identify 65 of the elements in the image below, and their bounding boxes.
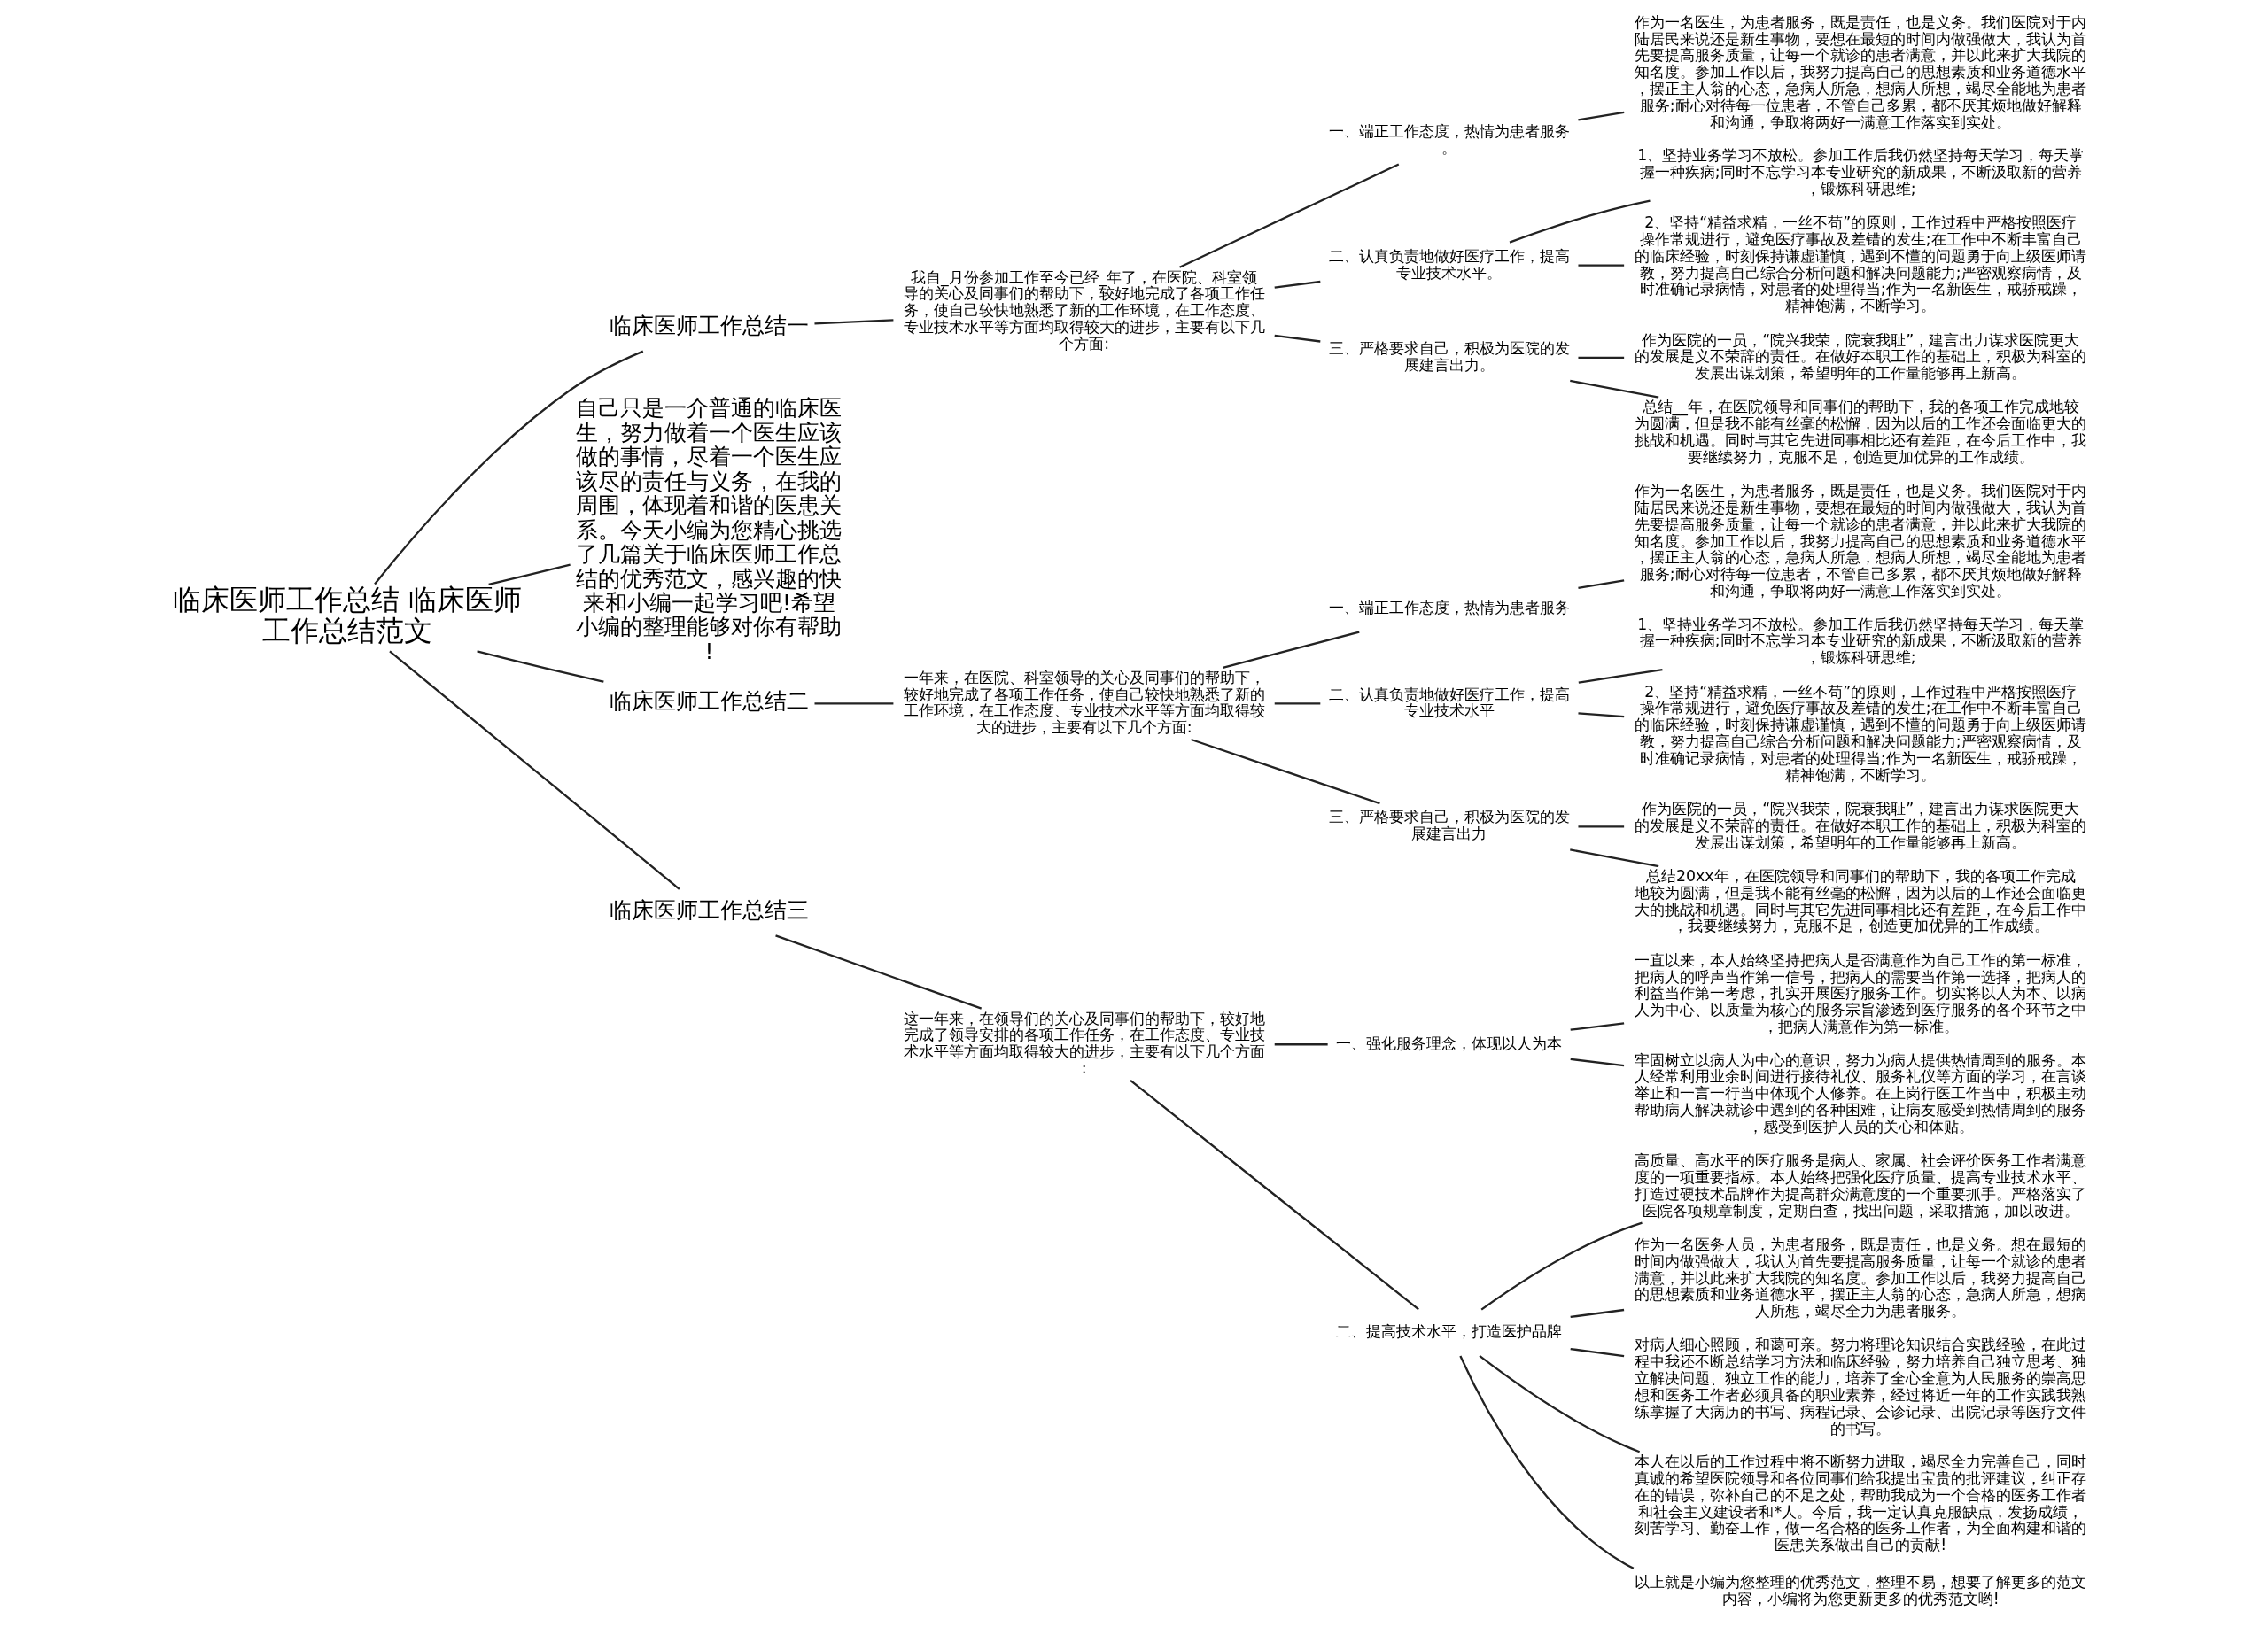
node-text: 这一年来，在领导们的关心及同事们的帮助下，较好地完成了领导安排的各项工作任务，在工作态度、专业技术水平等方面均取得较大的进步，主要有以下几个方面: bbox=[903, 1009, 1265, 1077]
connector bbox=[1570, 379, 1659, 399]
node-text: 临床医师工作总结二 bbox=[609, 688, 809, 715]
node-text: 作为一名医生，为患者服务，既是责任，也是义务。我们医院对于内陆居民来说还是新生事物，要想在最短的时间内做强做大，我认为首先要提高服务质量，让每一个就诊的患者满意，并以此来扩大我院的知名度。参加工作以后，我努力提高自己的思想素质和业务道德水平，摆正主人翁的心态，急病人所急，想病人所想，竭尽全能地为患者服务;耐心对待每一位患者，不管自己多累，都不厌其烦地做好解释和沟通，争取将两好一满意工作落实到实处。 bbox=[1635, 12, 2087, 131]
node-text: 临床医师工作总结 临床医师工作总结范文 bbox=[173, 583, 523, 647]
node-text: 一直以来，本人始终坚持把病人是否满意作为自己工作的第一标准，把病人的呼声当作第一信号，把病人的需要当作第一选择，把病人的利益当作第一考虑，扎实开展医疗服务工作。切实将以人为本、以病人为中心、以质量为核心的服务宗旨渗透到医疗服务的各个环节之中，把病人满意作为第一标准。 bbox=[1635, 950, 2087, 1035]
node-text: 总结20xx年，在医院领导和同事们的帮助下，我的各项工作完成地较为圆满，但是我不能有丝毫的松懈，因为以后的工作还会面临更大的挑战和机遇。同时与其它先进同事相比还有差距，在今后工作中，我要继续努力，克服不足，创造更加优异的工作成绩。 bbox=[1635, 866, 2087, 935]
node-text: 一年来，在医院、科室领导的关心及同事们的帮助下，较好地完成了各项工作任务，使自己较快地熟悉了新的工作环境，在工作态度、专业技术水平等方面均取得较大的进步，主要有以下几个方面: bbox=[903, 668, 1265, 737]
node-text: 一、强化服务理念，体现以人为本 bbox=[1336, 1034, 1563, 1052]
node-text: 二、认真负责地做好医疗工作，提高专业技术水平。 bbox=[1328, 246, 1570, 282]
node-text: 本人在以后的工作过程中将不断努力进取，竭尽全力完善自己，同时真诚的希望医院领导和各位同事们给我提出宝贵的批评建议，纠正存在的错误，弥补自己的不足之处，帮助我成为一个合格的医务工作者和社会主义建设者和*人。今后，我一定认真克服缺点，发扬成绩，刻苦学习、勤奋工作，做一名合格的医务工作者，为全面构建和谐的医患关系做出自己的贡献! bbox=[1635, 1453, 2087, 1554]
node-text: 作为一名医生，为患者服务，既是责任，也是义务。我们医院对于内陆居民来说还是新生事物，要想在最短的时间内做强做大，我认为首先要提高服务质量，让每一个就诊的患者满意，并以此来扩大我院的知名度。参加工作以后，我努力提高自己的思想素质和业务道德水平，摆正主人翁的心态，急病人所急，想病人所想，竭尽全能地为患者服务;耐心对待每一位患者，不管自己多累，都不厌其烦地做好解释和沟通，争取将两好一满意工作落实到实处。 bbox=[1635, 482, 2087, 600]
connector bbox=[1509, 199, 1651, 244]
node-text: 三、严格要求自己，积极为医院的发展建言出力。 bbox=[1328, 338, 1570, 374]
connector bbox=[1570, 848, 1659, 868]
connector bbox=[374, 350, 644, 585]
node-text: 对病人细心照顾，和蔼可亲。努力将理论知识结合实践经验，在此过程中我还不断总结学习方法和临床经验，努力培养自己独立思考、独立解决问题、独立工作的能力，培养了全心全意为人民服务的崇高思想和医务工作者必须具备的职业素养，经过将近一年的工作实践我熟练掌握了大病历的书写、病程记录、会诊记录、出院记录等医疗文件的书写。 bbox=[1635, 1336, 2087, 1437]
node-text: 一、端正工作态度，热情为患者服务。 bbox=[1328, 122, 1570, 158]
connector bbox=[1191, 738, 1380, 805]
node-text: 1、坚持业务学习不放松。参加工作后我仍然坚持每天学习，每天掌握一种疾病;同时不忘学习本专业研究的新成果，不断汲取新的营养，锻炼科研思维; bbox=[1637, 146, 2085, 198]
connector bbox=[1274, 702, 1321, 705]
connector bbox=[488, 563, 571, 585]
connector bbox=[1570, 1308, 1625, 1319]
connector bbox=[1274, 1043, 1328, 1046]
connector bbox=[1479, 1355, 1641, 1453]
connector bbox=[1480, 1221, 1643, 1311]
connector bbox=[1570, 1347, 1625, 1358]
connector bbox=[477, 650, 604, 683]
node-text: 作为一名医务人员，为患者服务，既是责任，也是义务。想在最短的时间内做强做大，我认为首先要提高服务质量，让每一个就诊的患者满意，并以此来扩大我院的知名度。参加工作以后，我努力提高自己的思想素质和业务道德水平，摆正主人翁的心态，急病人所急，想病人所想，竭尽全力为患者服务。 bbox=[1635, 1235, 2087, 1321]
connector bbox=[1578, 712, 1625, 718]
connector bbox=[1570, 1058, 1625, 1067]
connector bbox=[1459, 1355, 1635, 1569]
node-text: 自己只是一介普通的临床医生，努力做着一个医生应该做的事情，尽着一个医生应该尽的责任与义务，在我的周围，体现着和谐的医患关系。今天小编为您精心挑选了几篇关于临床医师工作总结的优秀范文，感兴趣的快来和小编一起学习吧!希望小编的整理能够对你有帮助! bbox=[576, 395, 843, 664]
node-text: 牢固树立以病人为中心的意识，努力为病人提供热情周到的服务。本人经常利用业余时间进行接待礼仪、服务礼仪等方面的学习，在言谈举止和一言一行当中体现个人修养。在上岗行医工作当中，积极主动帮助病人解决就诊中遇到的各种困难，让病友感受到热情周到的服务，感受到医护人员的关心和体贴。 bbox=[1635, 1050, 2087, 1135]
connector bbox=[389, 650, 680, 890]
connector bbox=[1223, 631, 1360, 669]
node-text: 总结__年，在医院领导和同事们的帮助下，我的各项工作完成地较为圆满，但是我不能有丝毫的松懈，因为以后的工作还会面临更大的挑战和机遇。同时与其它先进同事相比还有差距，在今后工作中，我要继续努力，克服不足，创造更加优异的工作成绩。 bbox=[1635, 398, 2087, 466]
node-text: 作为医院的一员，“院兴我荣，院衰我耻”，建言出力谋求医院更大的发展是义不荣辞的责任。在做好本职工作的基础上，积极为科室的发展出谋划策，希望明年的工作量能够再上新高。 bbox=[1635, 800, 2087, 851]
connector bbox=[1179, 163, 1400, 268]
connector bbox=[1578, 825, 1625, 828]
node-text: 2、坚持“精益求精，一丝不苟”的原则，工作过程中严格按照医疗操作常规进行，避免医疗事故及差错的发生;在工作中不断丰富自己的临床经验，时刻保持谦虚谨慎，遇到不懂的问题勇于向上级医师请教，努力提高自己综合分析问题和解决问题能力;严密观察病情，及时准确记录病情，对患者的处理得当;作为一名新医生，戒骄戒躁，精神饱满，不断学习。 bbox=[1635, 213, 2087, 315]
connector bbox=[1578, 669, 1663, 684]
node-text: 一、端正工作态度，热情为患者服务 bbox=[1328, 598, 1570, 616]
node-text: 二、提高技术水平，打造医护品牌 bbox=[1336, 1322, 1563, 1341]
node-text: 1、坚持业务学习不放松。参加工作后我仍然坚持每天学习，每天掌握一种疾病;同时不忘学习本专业研究的新成果，不断汲取新的营养，锻炼科研思维; bbox=[1637, 615, 2085, 667]
connector bbox=[1274, 334, 1321, 343]
connector bbox=[814, 702, 894, 705]
connector bbox=[1274, 280, 1321, 289]
connector bbox=[1570, 1022, 1625, 1031]
node-text: 高质量、高水平的医疗服务是病人、家属、社会评价医务工作者满意度的一项重要指标。本人始终把强化医疗质量、提高专业技术水平、打造过硬技术品牌作为提高群众满意度的一个重要抓手。严格落实了医院各项规章制度，定期自查，找出问题，采取措施，加以改进。 bbox=[1635, 1151, 2087, 1220]
node-text: 2、坚持“精益求精，一丝不苟”的原则，工作过程中严格按照医疗操作常规进行，避免医疗事故及差错的发生;在工作中不断丰富自己的临床经验，时刻保持谦虚谨慎，遇到不懂的问题勇于向上级医师请教，努力提高自己综合分析问题和解决问题能力;严密观察病情，及时准确记录病情，对患者的处理得当;作为一名新医生，戒骄戒躁，精神饱满，不断学习。 bbox=[1635, 682, 2087, 784]
connector bbox=[814, 319, 894, 325]
node-text: 二、认真负责地做好医疗工作，提高专业技术水平 bbox=[1328, 685, 1570, 720]
connector bbox=[1578, 111, 1625, 121]
connector bbox=[1578, 356, 1625, 359]
connector bbox=[775, 934, 983, 1010]
node-text: 三、严格要求自己，积极为医院的发展建言出力 bbox=[1328, 808, 1570, 843]
connector bbox=[1130, 1079, 1419, 1311]
node-text: 临床医师工作总结一 bbox=[609, 313, 809, 339]
node-text: 我自_月份参加工作至今已经_年了，在医院、科室领导的关心及同事们的帮助下，较好地完成了各项工作任务，使自己较快地熟悉了新的工作环境，在工作态度、专业技术水平等方面均取得较大的进步，主要有以下几个方面: bbox=[903, 267, 1265, 353]
node-text: 作为医院的一员，“院兴我荣，院衰我耻”，建言出力谋求医院更大的发展是义不荣辞的责任。在做好本职工作的基础上，积极为科室的发展出谋划策，希望明年的工作量能够再上新高。 bbox=[1635, 330, 2087, 383]
connector bbox=[1578, 264, 1625, 267]
connector bbox=[1578, 579, 1625, 590]
node-text: 临床医师工作总结三 bbox=[609, 897, 809, 924]
node-text: 以上就是小编为您整理的优秀范文，整理不易，想要了解更多的范文内容，小编将为您更新更多的优秀范文哟! bbox=[1635, 1573, 2087, 1608]
